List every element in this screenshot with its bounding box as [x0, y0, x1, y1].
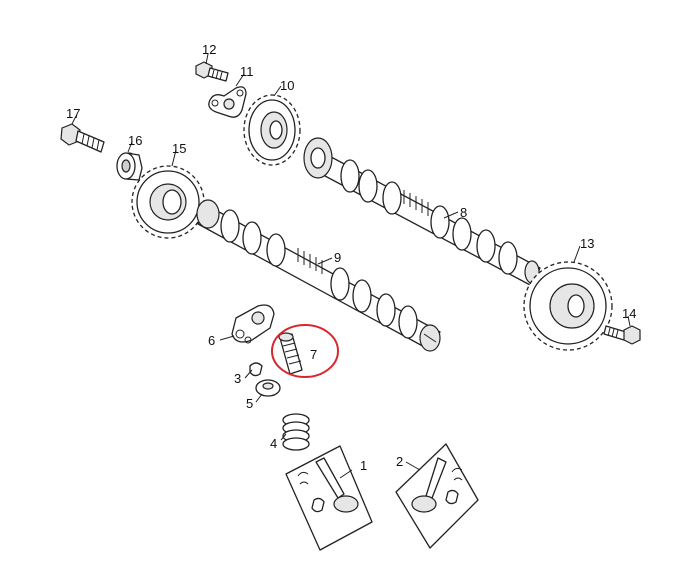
leader-lines: [71, 53, 631, 479]
label-2: 2: [396, 454, 403, 469]
part-12-bolt: [195, 61, 229, 82]
label-17: 17: [66, 106, 80, 121]
label-11: 11: [240, 64, 254, 79]
label-1: 1: [360, 458, 367, 473]
label-3: 3: [234, 371, 241, 386]
part-labels: 1 2 3 4 5 6 7 8 9 10 11 12 13 14 15 16 1…: [66, 42, 636, 473]
part-15-gear: [131, 165, 205, 239]
part-6-rocker-arm: [231, 304, 275, 344]
part-4-spring: [282, 413, 310, 451]
part-11-flange: [208, 86, 247, 118]
label-12: 12: [202, 42, 216, 57]
label-7: 7: [310, 347, 317, 362]
label-4: 4: [270, 436, 277, 451]
label-16: 16: [128, 133, 142, 148]
label-5: 5: [246, 396, 253, 411]
part-9-camshaft: [196, 199, 441, 352]
part-3-keepers: [249, 362, 263, 377]
part-5-retainer: [255, 379, 281, 397]
part-13-gear: [523, 261, 613, 351]
part-16-bushing: [116, 152, 143, 181]
part-1-valve-kit: [285, 445, 373, 551]
label-14: 14: [622, 306, 636, 321]
label-13: 13: [580, 236, 594, 251]
label-15: 15: [172, 141, 186, 156]
part-2-valve-kit: [395, 443, 479, 549]
label-6: 6: [208, 333, 215, 348]
highlight-circle: [271, 324, 339, 378]
part-7-lifter: [278, 332, 303, 375]
label-10: 10: [280, 78, 294, 93]
part-17-bolt: [60, 123, 105, 153]
label-8: 8: [460, 205, 467, 220]
part-14-bolt: [603, 325, 641, 345]
label-9: 9: [334, 250, 341, 265]
part-10-gear: [243, 94, 301, 166]
